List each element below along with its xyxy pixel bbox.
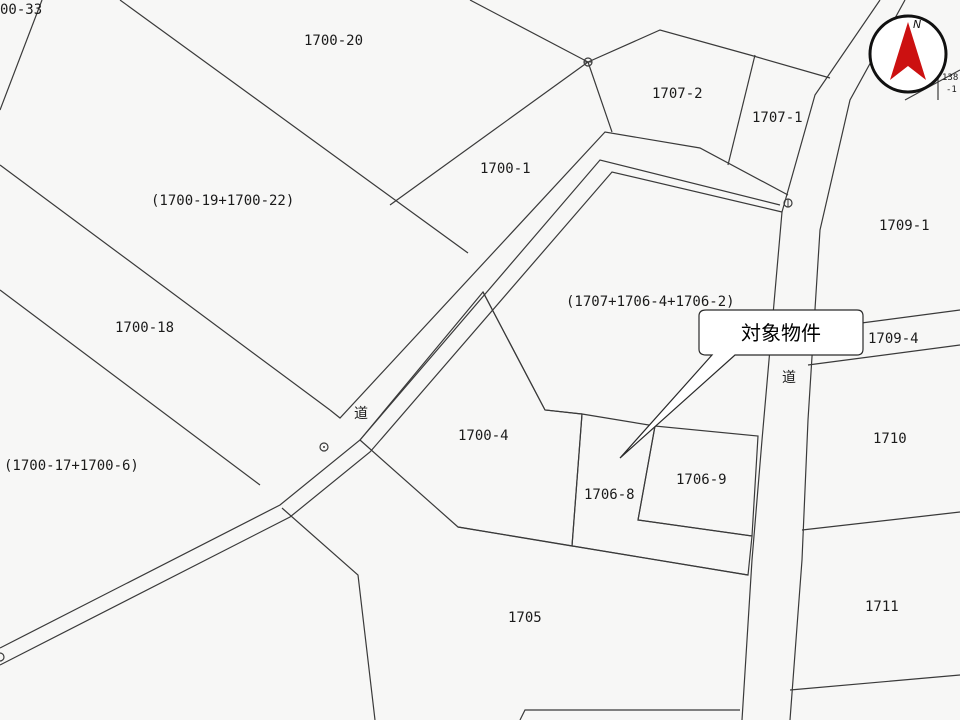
target-property-callout: 対象物件 [619,309,864,459]
parcel-label-1700-1: 1700-1 [480,161,531,177]
parcel-label-1700-20: 1700-20 [304,33,363,49]
parcel-label-138: 138 [942,73,958,83]
north-label: N [913,18,921,31]
parcel-label-1700-4: 1700-4 [458,428,509,444]
boundary-markers [0,57,793,662]
parcel-label-1700-18: 1700-18 [115,320,174,336]
parcel-label-138-sub: -1 [946,85,957,95]
parcel-label-1700-19-22: (1700-19+1700-22) [151,193,294,209]
parcel-label-1709-1: 1709-1 [879,218,930,234]
parcel-label-1700-17-6: (1700-17+1700-6) [4,458,139,474]
parcel-label-1710: 1710 [873,431,907,447]
parcel-labels: 00-33 1700-20 1707-2 1707-1 1700-1 (1700… [0,2,958,626]
parcel-label-1700-33: 00-33 [0,2,42,18]
road-diagonal [0,131,789,666]
road-label-left: 道 [354,406,368,422]
parcel-label-1707-2: 1707-2 [652,86,703,102]
parcel-label-1711: 1711 [865,599,899,615]
parcel-label-1706-9: 1706-9 [676,472,727,488]
road-label-right: 道 [782,370,796,386]
callout-label: 対象物件 [741,321,821,345]
parcel-label-1707-1706: (1707+1706-4+1706-2) [566,294,735,310]
north-arrow-icon [890,22,926,80]
parcel-label-1709-4: 1709-4 [868,331,919,347]
parcel-label-1705: 1705 [508,610,542,626]
parcel-label-1706-8: 1706-8 [584,487,635,503]
target-parcels-hatch [359,290,759,576]
north-compass: N [868,14,948,94]
parcel-label-1707-1: 1707-1 [752,110,803,126]
